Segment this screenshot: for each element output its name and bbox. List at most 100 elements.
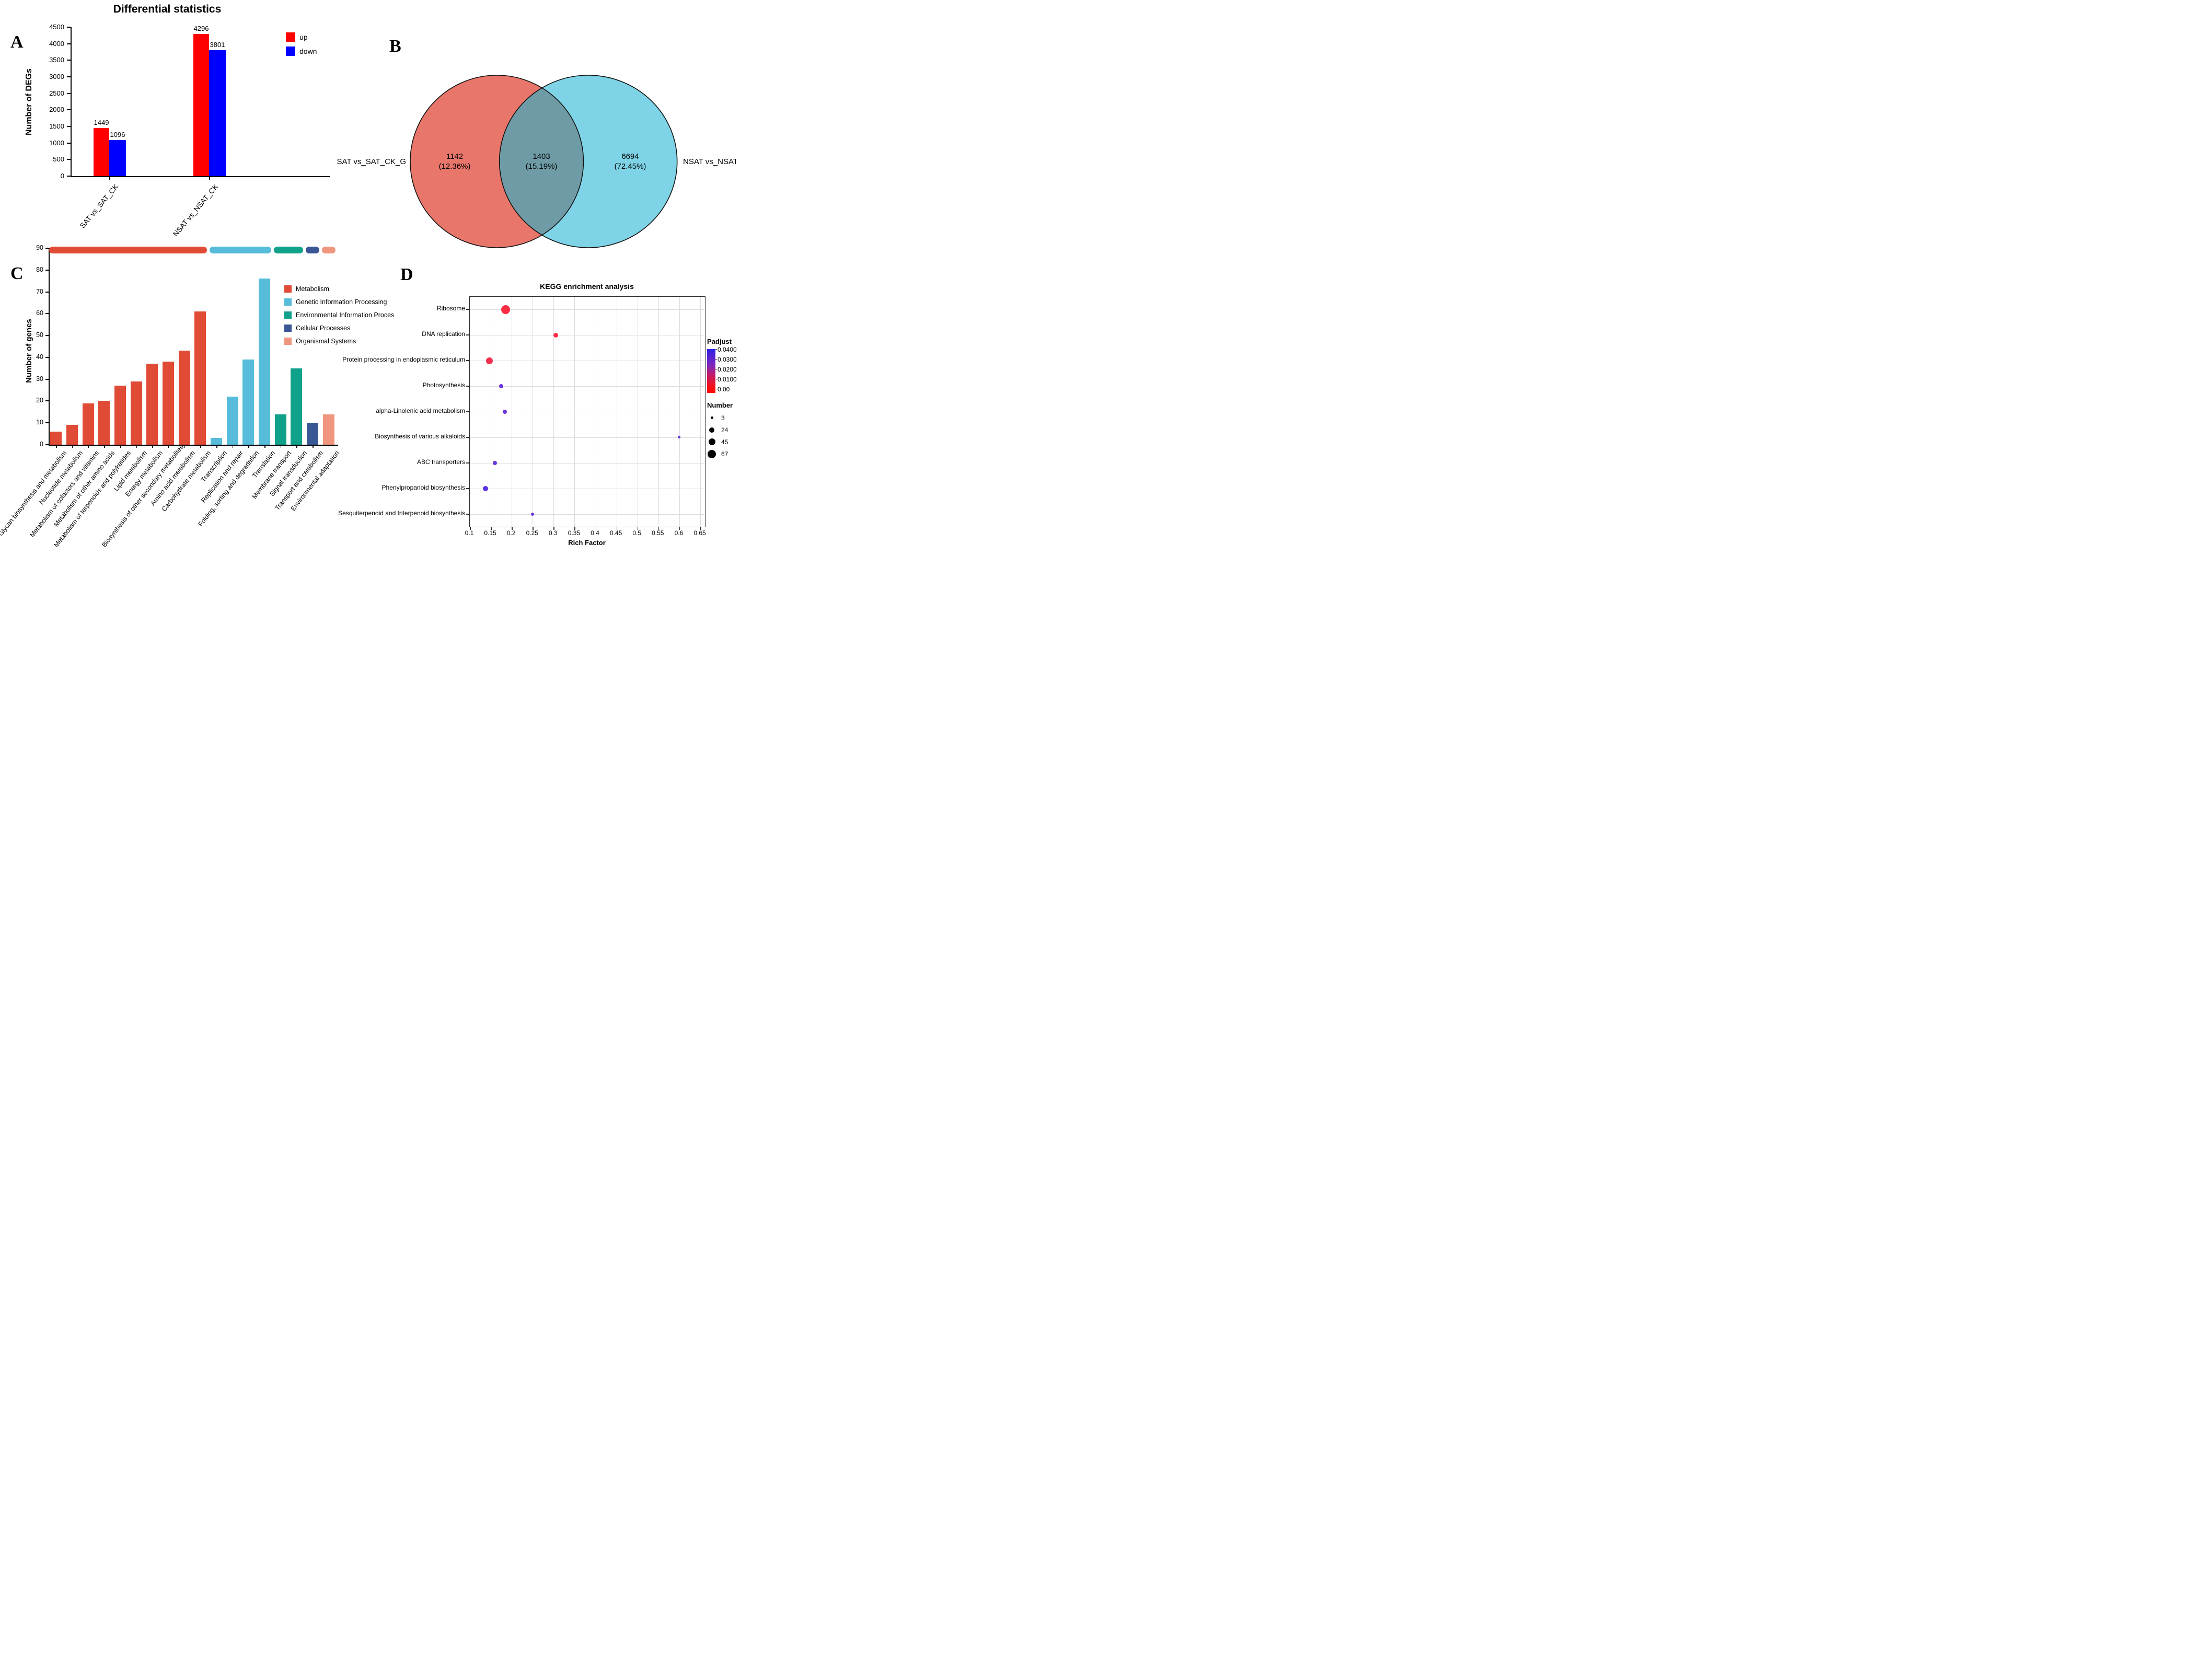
y-tick-mark [466, 411, 469, 412]
venn-left-count: 1142 (12.36%) [421, 152, 489, 171]
y-tick-mark [45, 356, 49, 358]
enrichment-dot [493, 460, 498, 465]
bar [307, 423, 319, 445]
x-tick-mark [574, 527, 575, 530]
panel-b-label: B [389, 37, 401, 56]
y-tick-mark [67, 60, 71, 61]
y-tick-label: 3000 [49, 73, 64, 80]
bar-up-value: 4296 [193, 24, 209, 32]
number-legend-label: 45 [721, 438, 728, 446]
x-tick-mark [56, 445, 57, 448]
pathway-label: ABC transporters [417, 458, 465, 466]
y-tick-label: 30 [36, 375, 43, 383]
x-tick-label: 0.15 [484, 529, 496, 537]
legend-swatch [284, 285, 292, 293]
legend-swatch [284, 325, 292, 332]
number-legend-dot-holder [707, 416, 716, 419]
venn-left-set-label: SAT vs_SAT_CK_G [337, 157, 406, 166]
padjust-tick-label: 0.0300 [718, 356, 736, 363]
panel-c-label: C [10, 264, 24, 283]
pathway-label: Photosynthesis [422, 381, 465, 389]
h-gridline [470, 309, 705, 310]
number-legend-item: 24 [707, 424, 728, 436]
number-legend-item: 45 [707, 436, 728, 448]
x-tick-mark [280, 445, 282, 448]
y-tick-label: 70 [36, 287, 43, 295]
y-tick-mark [67, 92, 71, 94]
y-tick-mark [466, 462, 469, 464]
legend-label: Genetic Information Processing [296, 298, 387, 306]
y-tick-label: 40 [36, 353, 43, 361]
group-band-segment [210, 247, 271, 253]
number-legend-dot-holder [707, 438, 716, 445]
panel-a-title: Differential statistics [113, 3, 222, 15]
venn-intersection [499, 75, 584, 248]
x-tick-mark [313, 445, 314, 448]
venn-right-value: 6694 [621, 152, 639, 161]
enrichment-dot [501, 305, 510, 314]
y-tick-mark [45, 444, 49, 445]
y-tick-label: 2500 [49, 89, 64, 97]
x-tick-label: 0.6 [674, 529, 684, 537]
figure-canvas: A B C D Differential statistics Number o… [0, 0, 736, 560]
padjust-gradient-bar [707, 349, 715, 393]
enrichment-dot [678, 436, 681, 439]
x-tick-mark [248, 445, 249, 448]
x-tick-mark [679, 527, 680, 530]
x-tick-label: 0.55 [652, 529, 664, 537]
y-tick-label: 4500 [49, 23, 64, 31]
enrichment-dot [486, 357, 493, 364]
legend-item: Cellular Processes [284, 325, 394, 332]
venn-right-outline [499, 75, 678, 248]
y-tick-mark [45, 313, 49, 315]
x-tick-mark [184, 445, 186, 448]
bar-down-value: 3801 [210, 41, 225, 49]
legend-label: down [299, 47, 317, 55]
bar-down-value: 1096 [110, 130, 125, 138]
y-tick-mark [45, 269, 49, 271]
bar [242, 360, 255, 445]
pathway-label: Ribosome [436, 305, 465, 312]
y-tick-label: 2000 [49, 106, 64, 114]
bar [130, 381, 142, 445]
venn-intersection-pct: (15.19%) [525, 162, 558, 171]
x-tick-mark [216, 445, 217, 448]
y-tick-label: 1000 [49, 138, 64, 147]
venn-diagram [410, 75, 678, 248]
panel-d-title: KEGG enrichment analysis [540, 282, 634, 291]
y-tick-label: 0 [40, 441, 43, 448]
y-tick-label: 80 [36, 265, 43, 273]
number-legend-item: 3 [707, 412, 728, 424]
bar [50, 431, 62, 445]
number-legend-dot-holder [707, 427, 716, 433]
group-band-segment [273, 247, 304, 253]
panel-a-y-axis-title: Number of DEGs [25, 68, 34, 136]
padjust-tick-label: 0.0100 [718, 376, 736, 383]
y-tick-mark [67, 142, 71, 144]
x-tick-mark [109, 176, 110, 180]
x-tick-mark [533, 527, 534, 530]
pathway-label: Protein processing in endoplasmic reticu… [342, 356, 465, 364]
y-tick-mark [45, 378, 49, 380]
bar [146, 364, 158, 445]
x-tick-mark [328, 445, 330, 448]
panel-d-x-axis-title: Rich Factor [568, 539, 606, 547]
y-tick-mark [466, 334, 469, 336]
legend-label: Cellular Processes [296, 325, 351, 332]
y-tick-mark [466, 309, 469, 310]
bar-down [109, 140, 126, 176]
legend-item: Genetic Information Processing [284, 298, 394, 306]
y-tick-label: 500 [53, 155, 64, 164]
y-tick-mark [45, 291, 49, 293]
legend-label: Environmental Information Proces [296, 311, 395, 319]
x-tick-mark [120, 445, 121, 448]
legend-swatch [284, 298, 292, 306]
y-tick-mark [466, 488, 469, 489]
y-tick-mark [466, 513, 469, 515]
number-legend-dot [709, 427, 714, 433]
legend-item: Environmental Information Proces [284, 311, 394, 319]
x-tick-label: 0.1 [465, 529, 474, 537]
venn-intersection-count: 1403 (15.19%) [507, 152, 575, 171]
